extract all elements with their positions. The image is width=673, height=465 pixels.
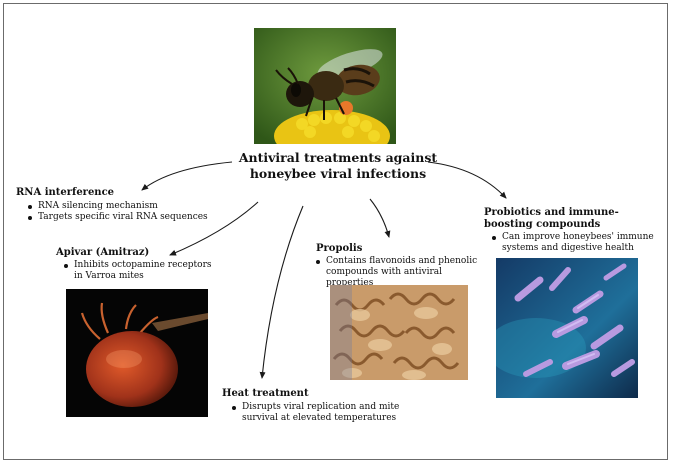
- rna-interference-title: RNA interference: [16, 187, 115, 198]
- propolis-title: Propolis: [316, 243, 363, 254]
- arrow-to-probiotics: [427, 161, 507, 199]
- rna-interference-bullets: RNA silencing mechanism Targets specific…: [26, 201, 226, 223]
- bullet-item: Can improve honeybees' immune systems an…: [490, 232, 660, 254]
- central-title-line-1: Antiviral treatments against: [238, 150, 438, 165]
- arrow-to-propolis: [369, 198, 391, 238]
- propolis-bullets: Contains flavonoids and phenolic compoun…: [314, 256, 480, 289]
- bullet-item: Inhibits octopamine receptors in Varroa …: [62, 260, 212, 282]
- bullet-item: Disrupts viral replication and mite surv…: [230, 402, 410, 424]
- arrow-to-heat-treatment: [259, 205, 304, 379]
- apivar-bullets: Inhibits octopamine receptors in Varroa …: [62, 260, 212, 282]
- apivar-title: Apivar (Amitraz): [56, 247, 150, 258]
- probiotics-title: Probiotics and immune-boosting compounds: [484, 207, 619, 230]
- probiotic-bacteria-photo: [496, 258, 638, 398]
- arrow-to-apivar: [169, 201, 259, 256]
- bullet-item: RNA silencing mechanism: [26, 201, 226, 212]
- bullet-item: Targets specific viral RNA sequences: [26, 212, 226, 223]
- propolis-microscopy-photo: [330, 285, 468, 380]
- heat-treatment-bullets: Disrupts viral replication and mite surv…: [230, 402, 410, 424]
- probiotics-bullets: Can improve honeybees' immune systems an…: [490, 232, 660, 254]
- bullet-item: Contains flavonoids and phenolic compoun…: [314, 256, 480, 289]
- varroa-mite-photo: [66, 289, 208, 417]
- heat-treatment-title: Heat treatment: [222, 388, 309, 399]
- honeybee-photo: [254, 28, 396, 144]
- arrow-to-rna-interference: [141, 161, 233, 191]
- central-title-line-2: honeybee viral infections: [249, 166, 427, 181]
- central-title: Antiviral treatments against honeybee vi…: [222, 150, 454, 182]
